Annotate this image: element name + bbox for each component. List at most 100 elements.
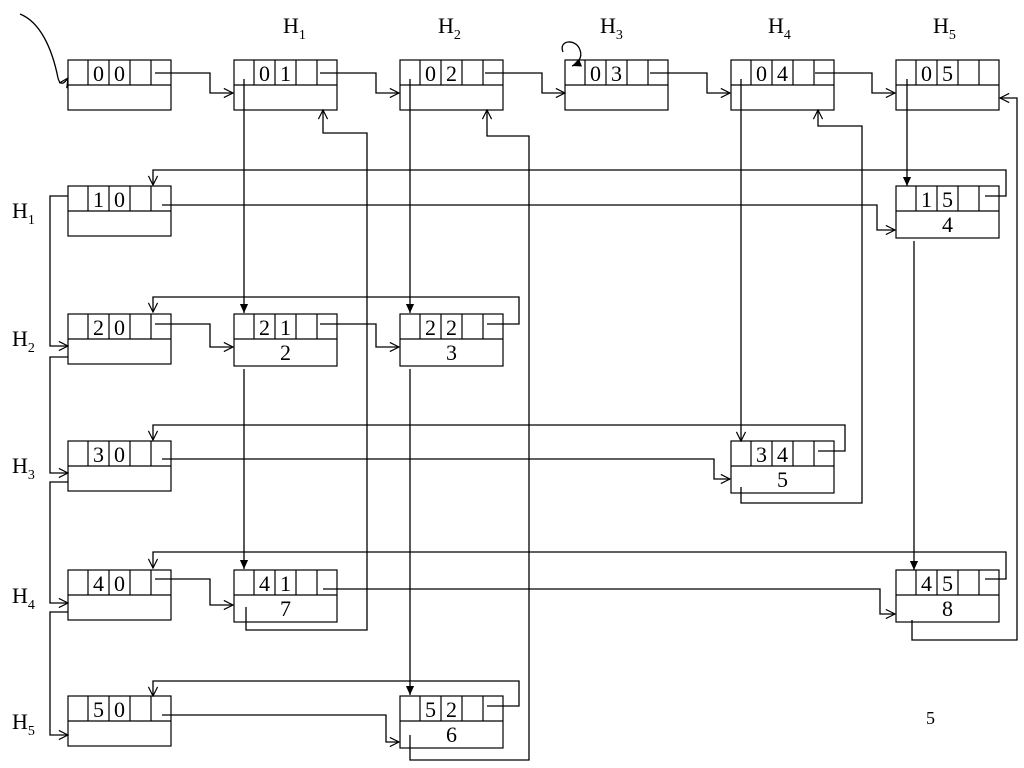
wrap-52-02 — [409, 110, 530, 761]
node-col-index: 5 — [942, 571, 953, 596]
entry-pointer — [19, 13, 68, 83]
node-col-index: 2 — [446, 697, 457, 722]
node-value: 7 — [280, 596, 291, 621]
node-row-index: 0 — [756, 61, 767, 86]
node-row-index: 1 — [921, 187, 932, 212]
node-col-index: 2 — [446, 61, 457, 86]
right-10-15 — [162, 204, 895, 230]
node-value: 8 — [942, 596, 953, 621]
node-value: 2 — [280, 340, 291, 365]
link-30-40 — [49, 481, 68, 603]
node-value: 5 — [777, 467, 788, 492]
link-03-04 — [650, 72, 730, 93]
node-border — [399, 313, 504, 367]
wrap-15-10 — [153, 169, 1007, 197]
node-row-index: 4 — [259, 571, 270, 596]
node-col-index: 3 — [611, 61, 622, 86]
node-value: 3 — [446, 340, 457, 365]
node-row-index: 0 — [259, 61, 270, 86]
wrap-34-04 — [740, 110, 863, 504]
node-row-index: 0 — [425, 61, 436, 86]
node-border — [895, 185, 1000, 239]
link-40-50 — [49, 611, 68, 735]
right-41-45 — [323, 588, 895, 614]
node-col-index: 4 — [777, 442, 788, 467]
page-number: 5 — [926, 708, 935, 728]
node-col-index: 0 — [114, 571, 125, 596]
column-header-h2: H2 — [438, 13, 461, 43]
right-21-22 — [320, 323, 399, 347]
link-10-20 — [49, 195, 68, 346]
column-headers: H1 H2 H3 H4 H5 — [283, 13, 956, 43]
node-row-index: 2 — [93, 315, 104, 340]
node-row-index: 4 — [93, 571, 104, 596]
node-value: 4 — [942, 212, 953, 237]
right-30-34 — [162, 458, 730, 479]
wrap-34-30 — [153, 424, 846, 452]
link-20-30 — [49, 356, 68, 473]
node-border — [233, 313, 338, 367]
node-border — [399, 695, 504, 749]
column-header-h4: H4 — [768, 13, 791, 43]
link-02-03 — [485, 72, 565, 93]
wrap-41-01 — [245, 110, 368, 631]
column-header-h3: H3 — [600, 13, 623, 43]
node-border — [233, 569, 338, 623]
node-row-index: 0 — [590, 61, 601, 86]
node-col-index: 0 — [114, 187, 125, 212]
node-row-index: 0 — [921, 61, 932, 86]
node-col-index: 0 — [114, 61, 125, 86]
node-row-index: 2 — [259, 315, 270, 340]
node-row-index: 5 — [93, 697, 104, 722]
link-04-05 — [815, 72, 895, 93]
node-col-index: 0 — [114, 315, 125, 340]
node-row-index: 0 — [93, 61, 104, 86]
node-col-index: 5 — [942, 187, 953, 212]
right-50-52 — [162, 714, 399, 742]
node-col-index: 0 — [114, 697, 125, 722]
wrap-52-50 — [153, 680, 520, 707]
row-header-h4: H4 — [12, 583, 35, 613]
row-header-h5: H5 — [12, 709, 35, 739]
row-header-h3: H3 — [12, 453, 35, 483]
node-row-index: 3 — [93, 442, 104, 467]
link-01-02 — [320, 72, 399, 93]
node-row-index: 3 — [756, 442, 767, 467]
column-header-h5: H5 — [933, 13, 956, 43]
link-00-01 — [155, 72, 233, 93]
node-row-index: 5 — [425, 697, 436, 722]
node-col-index: 1 — [280, 315, 291, 340]
node-border — [895, 569, 1000, 623]
node-col-index: 0 — [114, 442, 125, 467]
node-row-index: 1 — [93, 187, 104, 212]
node-col-index: 4 — [777, 61, 788, 86]
node-value: 6 — [446, 722, 457, 747]
node-row-index: 4 — [921, 571, 932, 596]
right-20-21 — [155, 323, 233, 347]
wrap-22-20 — [153, 296, 520, 325]
wrap-45-05 — [911, 98, 1018, 641]
node-border — [730, 440, 835, 494]
row-headers: H1 H2 H3 H4 H5 — [12, 198, 35, 739]
node-col-index: 5 — [942, 61, 953, 86]
row-header-h2: H2 — [12, 326, 35, 356]
